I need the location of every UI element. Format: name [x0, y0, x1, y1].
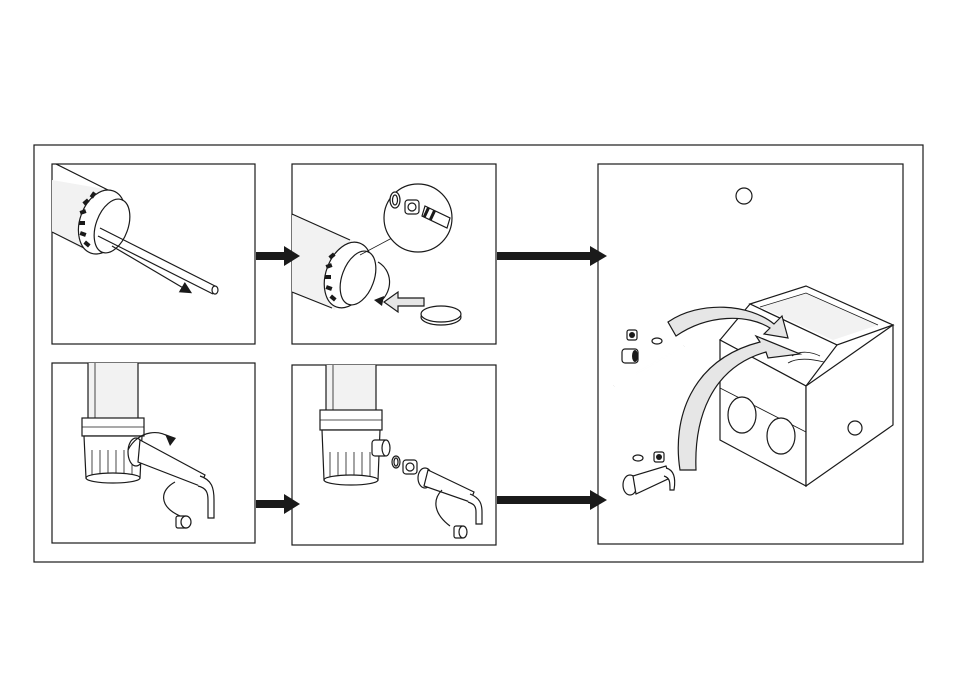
- panel-2: [292, 164, 496, 344]
- remove-discharge-tube-icon: [82, 363, 214, 528]
- remove-telescopic-tube-icon: [52, 162, 218, 294]
- loose-parts: [614, 330, 684, 495]
- arrow-panel2-to-panel5: [497, 246, 607, 266]
- panel-3: [52, 363, 255, 543]
- marker-circle: [736, 188, 752, 204]
- remove-valve-with-coin-icon: [292, 184, 461, 325]
- arrow-panel3-to-panel4: [256, 494, 300, 514]
- panel-1: [52, 162, 255, 344]
- arrow-panel4-to-panel5: [497, 490, 607, 510]
- panel-5: [598, 164, 903, 544]
- panel-4: [292, 365, 496, 545]
- disassemble-valve-block-icon: [320, 365, 482, 538]
- ultrasonic-bath-cleaning-icon: [614, 188, 893, 495]
